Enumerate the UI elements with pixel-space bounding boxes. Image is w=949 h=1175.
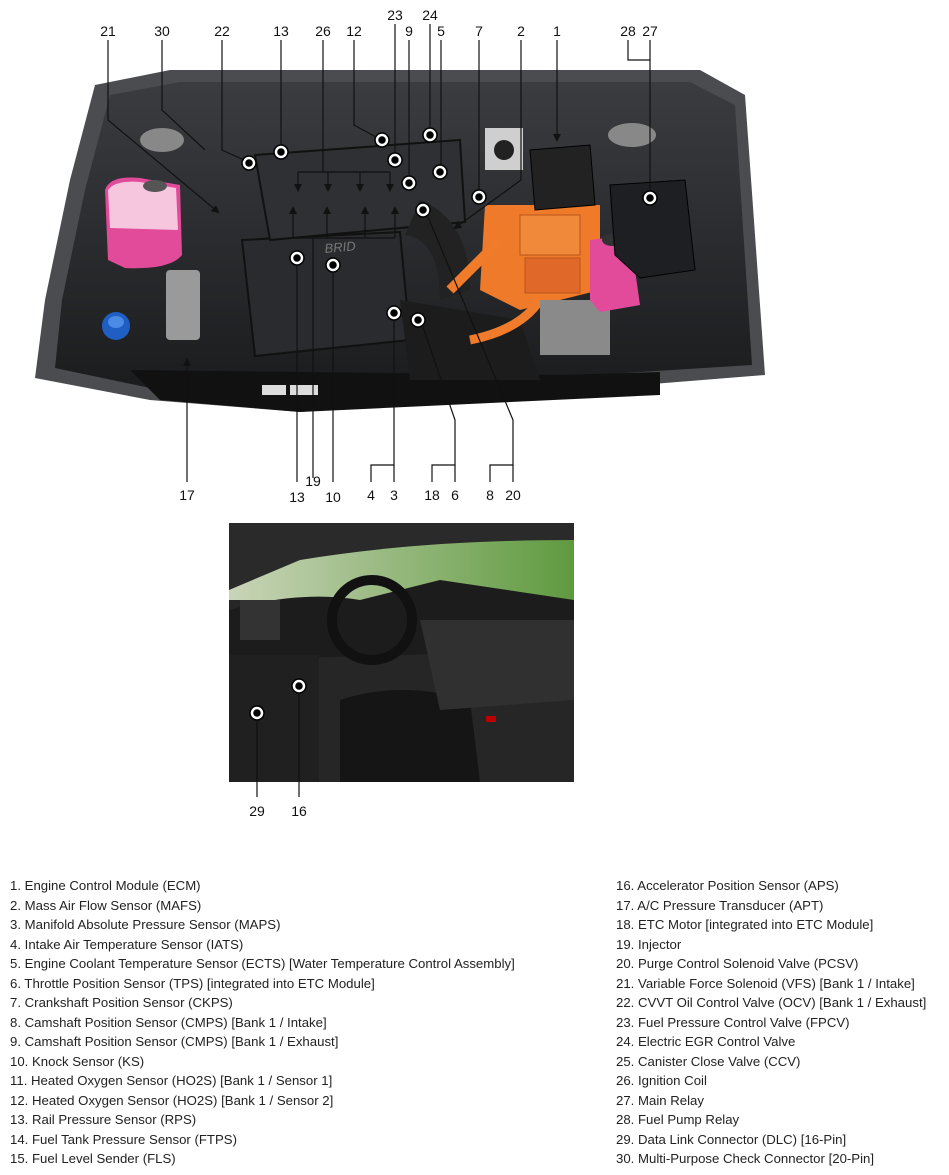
callout-22: 22: [214, 23, 230, 39]
interior-photo: [229, 523, 574, 782]
legend-item: 7. Crankshaft Position Sensor (CKPS): [10, 995, 233, 1010]
legend-item: 12. Heated Oxygen Sensor (HO2S) [Bank 1 …: [10, 1092, 334, 1108]
legend-item: 17. A/C Pressure Transducer (APT): [616, 897, 824, 913]
legend-item: 9. Camshaft Position Sensor (CMPS) [Bank…: [10, 1034, 339, 1049]
callout-4: 4: [367, 487, 375, 503]
legend-item: 18. ETC Motor [integrated into ETC Modul…: [616, 917, 874, 932]
callout-17: 17: [179, 487, 195, 503]
callout-7: 7: [475, 23, 483, 39]
callout-10: 10: [325, 489, 341, 505]
legend-item: 5. Engine Coolant Temperature Sensor (EC…: [10, 956, 515, 971]
legend-item: 23. Fuel Pressure Control Valve (FPCV): [616, 1014, 850, 1030]
callout-28: 28: [620, 23, 636, 39]
legend-item: 25. Canister Close Valve (CCV): [616, 1053, 801, 1069]
injector-arrows: [289, 206, 399, 478]
top-callouts: 21 30 22 13 26 12 23 24 9 5 7 2 1 28 27: [100, 7, 658, 39]
legend-item: 16. Accelerator Position Sensor (APS): [616, 878, 839, 893]
legend-item: 19. Injector: [616, 936, 682, 952]
legend-item: 27. Main Relay: [616, 1092, 704, 1108]
legend-item: 30. Multi-Purpose Check Connector [20-Pi…: [616, 1151, 875, 1166]
legend-item: 11. Heated Oxygen Sensor (HO2S) [Bank 1 …: [10, 1073, 333, 1088]
callout-8: 8: [486, 487, 494, 503]
legend-item: 22. CVVT Oil Control Valve (OCV) [Bank 1…: [616, 995, 927, 1010]
legend-item: 14. Fuel Tank Pressure Sensor (FTPS): [10, 1131, 237, 1147]
leader-lines: [107, 24, 651, 797]
callout-20: 20: [505, 487, 521, 503]
callout-1: 1: [553, 23, 561, 39]
callout-30: 30: [154, 23, 170, 39]
legend-item: 3. Manifold Absolute Pressure Sensor (MA…: [10, 917, 281, 932]
callout-13-top: 13: [273, 23, 289, 39]
legend-left: 1. Engine Control Module (ECM) 2. Mass A…: [10, 876, 515, 1169]
legend-item: 4. Intake Air Temperature Sensor (IATS): [10, 936, 244, 952]
legend-item: 26. Ignition Coil: [616, 1073, 707, 1088]
legend-item: 15. Fuel Level Sender (FLS): [10, 1151, 176, 1166]
legend-item: 6. Throttle Position Sensor (TPS) [integ…: [10, 975, 375, 991]
callout-19: 19: [305, 473, 321, 489]
legend-item: 13. Rail Pressure Sensor (RPS): [10, 1112, 197, 1127]
callout-markers: [241, 127, 658, 721]
legend-item: 2. Mass Air Flow Sensor (MAFS): [10, 897, 202, 913]
bottom-callouts: 17 13 19 10 4 3 18 6 8 20: [179, 473, 521, 505]
callout-18: 18: [424, 487, 440, 503]
callout-5: 5: [437, 23, 445, 39]
callout-9: 9: [405, 23, 413, 39]
callout-3: 3: [390, 487, 398, 503]
callout-12: 12: [346, 23, 362, 39]
legend-item: 8. Camshaft Position Sensor (CMPS) [Bank…: [10, 1014, 327, 1030]
callout-6: 6: [451, 487, 459, 503]
callout-16: 16: [291, 803, 307, 819]
legend-item: 10. Knock Sensor (KS): [10, 1053, 145, 1069]
legend-right: 16. Accelerator Position Sensor (APS) 17…: [616, 876, 926, 1169]
legend-item: 21. Variable Force Solenoid (VFS) [Bank …: [616, 975, 915, 991]
engine-cover-text: BRID: [324, 238, 356, 256]
callout-29: 29: [249, 803, 265, 819]
callout-21: 21: [100, 23, 116, 39]
legend-item: 20. Purge Control Solenoid Valve (PCSV): [616, 956, 859, 971]
diagram: BRID 21 30 22 13 26 12 23 24 9 5 7 2 1 2…: [35, 7, 765, 819]
engine-bay-photo: [35, 70, 765, 412]
callout-2: 2: [517, 23, 525, 39]
legend-item: 24. Electric EGR Control Valve: [616, 1034, 796, 1049]
callout-24: 24: [422, 7, 438, 23]
callout-23: 23: [387, 7, 403, 23]
interior-callouts: 29 16: [249, 803, 307, 819]
callout-13-bottom: 13: [289, 489, 305, 505]
ignition-coil-arrows: [294, 40, 394, 192]
callout-27: 27: [642, 23, 658, 39]
legend-item: 1. Engine Control Module (ECM): [10, 878, 201, 893]
legend-item: 28. Fuel Pump Relay: [616, 1112, 740, 1127]
legend-item: 29. Data Link Connector (DLC) [16-Pin]: [616, 1131, 847, 1147]
callout-26: 26: [315, 23, 331, 39]
